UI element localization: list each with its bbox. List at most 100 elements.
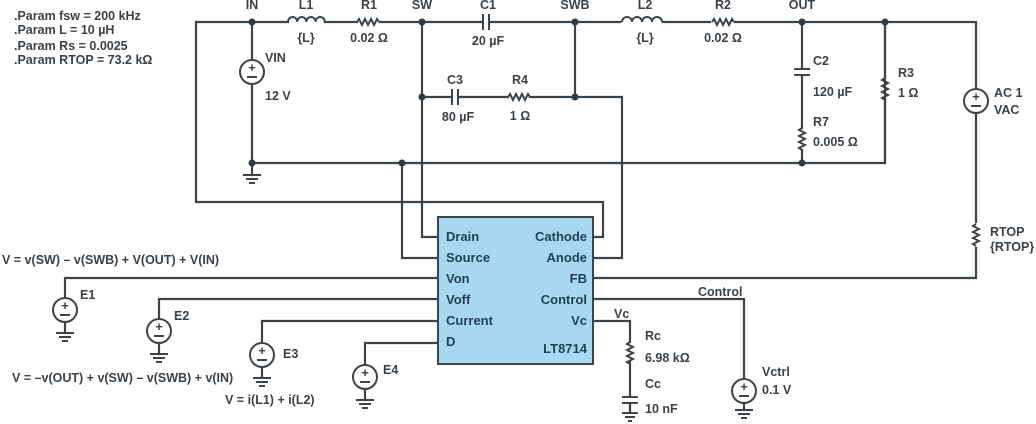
net-label-vc[interactable]: Vc bbox=[614, 307, 629, 321]
voltage-source-vin[interactable]: + VIN 12 V bbox=[239, 51, 291, 103]
wire-swb-anode bbox=[573, 95, 624, 260]
l2-value: {L} bbox=[636, 31, 654, 45]
r3-name: R3 bbox=[898, 66, 914, 80]
e1-name: E1 bbox=[80, 288, 95, 302]
wire-sw-drain bbox=[420, 20, 440, 239]
net-label-control[interactable]: Control bbox=[698, 285, 742, 299]
param-rs[interactable]: .Param Rs = 0.0025 bbox=[14, 39, 128, 53]
resistor-r4[interactable]: R4 1 Ω bbox=[507, 73, 531, 123]
wire-rtop-fb bbox=[591, 246, 978, 280]
resistor-r2[interactable]: R2 0.02 Ω bbox=[704, 0, 742, 45]
source-e2[interactable]: + E2 V = –v(OUT) + v(SW) – v(SWB) + v(IN… bbox=[12, 309, 233, 385]
junction-sw bbox=[418, 18, 426, 26]
wire-gnd-source bbox=[400, 161, 440, 260]
inductor-l2[interactable]: L2 {L} bbox=[621, 0, 663, 45]
source-e1[interactable]: + E1 V = v(SW) – v(SWB) + V(OUT) + V(IN) bbox=[2, 253, 219, 342]
voltage-source-ac1[interactable]: + AC 1 VAC bbox=[963, 86, 1023, 117]
pin-control[interactable]: Control bbox=[541, 292, 587, 307]
resistor-r7[interactable]: R7 0.005 Ω bbox=[796, 115, 858, 151]
pin-von[interactable]: Von bbox=[446, 271, 470, 286]
inductor-l1-symbol bbox=[287, 16, 326, 23]
rc-value: 6.98 kΩ bbox=[645, 351, 690, 365]
ic-lt8714[interactable]: Drain Source Von Voff Current D Cathode … bbox=[437, 216, 594, 365]
plus-minus-icon: + bbox=[258, 343, 266, 358]
voltage-source-vctrl[interactable]: + Vctrl 0.1 V bbox=[731, 365, 792, 419]
net-label-swb[interactable]: SWB bbox=[560, 0, 589, 12]
plus-minus-icon: + bbox=[155, 319, 163, 334]
vctrl-name: Vctrl bbox=[762, 365, 790, 379]
ac1-value: VAC bbox=[994, 103, 1019, 117]
capacitor-c2[interactable]: C2 120 µF bbox=[794, 54, 853, 99]
junction-r3-top bbox=[881, 18, 889, 26]
capacitor-c3[interactable]: C3 80 µF bbox=[442, 73, 475, 124]
plus-minus-icon: + bbox=[61, 298, 69, 313]
param-fsw[interactable]: .Param fsw = 200 kHz bbox=[14, 9, 141, 23]
pin-cathode[interactable]: Cathode bbox=[535, 229, 587, 244]
junction-sw-c3 bbox=[418, 93, 426, 101]
ground-vin bbox=[243, 174, 261, 184]
inductor-l2-symbol bbox=[621, 16, 663, 23]
junction-gnd-r7 bbox=[798, 159, 806, 167]
source-e4[interactable]: + E4 bbox=[352, 363, 398, 409]
r1-name: R1 bbox=[361, 0, 377, 12]
rtop-name: RTOP bbox=[990, 225, 1025, 239]
pin-voff[interactable]: Voff bbox=[446, 292, 471, 307]
param-rtop[interactable]: .Param RTOP = 73.2 kΩ bbox=[14, 53, 152, 67]
e1-expression: V = v(SW) – v(SWB) + V(OUT) + V(IN) bbox=[2, 253, 219, 267]
l1-value: {L} bbox=[297, 31, 315, 45]
vctrl-value: 0.1 V bbox=[762, 383, 792, 397]
resistor-r1[interactable]: R1 0.02 Ω bbox=[350, 0, 388, 45]
wire-loop-cathode bbox=[194, 20, 605, 239]
plus-minus-icon: + bbox=[972, 89, 980, 104]
wire-r2-out-ac1 bbox=[733, 20, 978, 92]
param-l[interactable]: .Param L = 10 µH bbox=[14, 23, 114, 37]
vin-value: 12 V bbox=[265, 89, 291, 103]
junctions bbox=[248, 18, 889, 167]
net-label-sw[interactable]: SW bbox=[412, 0, 432, 12]
l2-name: L2 bbox=[638, 0, 653, 12]
r4-value: 1 Ω bbox=[510, 109, 530, 123]
cc-value: 10 nF bbox=[645, 402, 678, 416]
pin-fb[interactable]: FB bbox=[570, 271, 587, 286]
c3-value: 80 µF bbox=[442, 110, 475, 124]
param-directives: .Param fsw = 200 kHz .Param L = 10 µH .P… bbox=[14, 9, 152, 67]
wire-ground-rail bbox=[250, 20, 887, 165]
pin-d[interactable]: D bbox=[446, 334, 455, 349]
r1-value: 0.02 Ω bbox=[350, 31, 388, 45]
net-label-in[interactable]: IN bbox=[246, 0, 259, 12]
pin-source[interactable]: Source bbox=[446, 250, 490, 265]
inductor-l1[interactable]: L1 {L} bbox=[287, 0, 326, 45]
cc-name: Cc bbox=[645, 377, 661, 391]
wire-von-e1 bbox=[63, 276, 440, 300]
plus-minus-icon: + bbox=[248, 60, 256, 75]
wire-control-vctrl bbox=[591, 297, 746, 382]
l1-name: L1 bbox=[299, 0, 314, 12]
net-label-out[interactable]: OUT bbox=[789, 0, 816, 12]
capacitor-cc[interactable]: Cc 10 nF bbox=[622, 377, 678, 422]
pin-anode[interactable]: Anode bbox=[547, 250, 587, 265]
resistor-rtop[interactable]: RTOP {RTOP} bbox=[970, 223, 1034, 254]
r7-name: R7 bbox=[813, 115, 829, 129]
capacitor-c1[interactable]: C1 20 µF bbox=[472, 0, 505, 48]
e3-name: E3 bbox=[283, 347, 298, 361]
wire-voff-e2 bbox=[157, 297, 440, 322]
c2-name: C2 bbox=[813, 54, 829, 68]
source-e3[interactable]: + E3 V = i(L1) + i(L2) bbox=[225, 342, 315, 407]
e3-expression: V = i(L1) + i(L2) bbox=[225, 393, 315, 407]
net-labels: IN SW SWB OUT Vc Control bbox=[246, 0, 816, 321]
e4-name: E4 bbox=[383, 363, 398, 377]
pin-current[interactable]: Current bbox=[446, 313, 494, 328]
r7-value: 0.005 Ω bbox=[813, 135, 858, 149]
e2-name: E2 bbox=[174, 309, 189, 323]
resistor-rc-symbol bbox=[624, 341, 636, 365]
r4-name: R4 bbox=[512, 73, 528, 87]
wire-current-e3 bbox=[260, 319, 440, 346]
pin-vc[interactable]: Vc bbox=[571, 313, 587, 328]
pin-drain[interactable]: Drain bbox=[446, 229, 479, 244]
junction-gnd-vin bbox=[248, 159, 256, 167]
resistor-r1-symbol bbox=[356, 16, 380, 28]
resistor-r3[interactable]: R3 1 Ω bbox=[879, 66, 918, 101]
resistor-rc[interactable]: Rc 6.98 kΩ bbox=[624, 329, 690, 365]
resistor-rtop-symbol bbox=[970, 223, 982, 247]
